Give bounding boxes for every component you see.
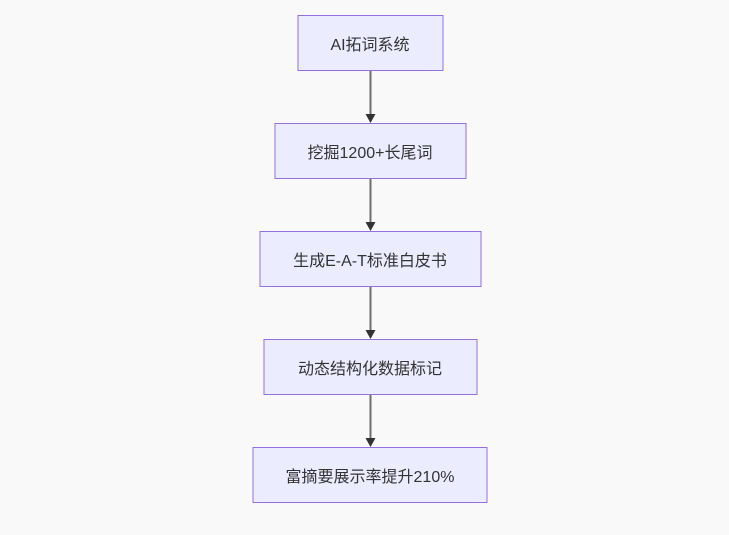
flow-node-longtail-mining: 挖掘1200+长尾词 bbox=[274, 123, 466, 179]
arrowhead-down-icon bbox=[365, 330, 375, 339]
arrowhead-down-icon bbox=[365, 114, 375, 123]
flow-node-rich-snippet-result: 富摘要展示率提升210% bbox=[252, 447, 488, 503]
flow-node-label: AI拓词系统 bbox=[330, 37, 410, 54]
arrow-line bbox=[369, 287, 371, 330]
flow-arrow-down-3 bbox=[364, 287, 376, 339]
flow-node-label: 动态结构化数据标记 bbox=[297, 361, 442, 378]
flow-arrow-down-2 bbox=[364, 179, 376, 231]
arrowhead-down-icon bbox=[365, 438, 375, 447]
flow-node-eat-whitepaper: 生成E-A-T标准白皮书 bbox=[259, 231, 481, 287]
flow-arrow-down-4 bbox=[364, 395, 376, 447]
flow-node-label: 挖掘1200+长尾词 bbox=[307, 145, 433, 162]
arrow-line bbox=[369, 179, 371, 222]
flow-node-structured-data: 动态结构化数据标记 bbox=[263, 339, 477, 395]
flow-node-ai-word-expansion: AI拓词系统 bbox=[297, 15, 443, 71]
flow-node-label: 生成E-A-T标准白皮书 bbox=[293, 253, 447, 270]
flowchart: AI拓词系统 挖掘1200+长尾词 生成E-A-T标准白皮书 动态结构化数据标记… bbox=[252, 15, 488, 503]
arrowhead-down-icon bbox=[365, 222, 375, 231]
arrow-line bbox=[369, 71, 371, 114]
flow-arrow-down-1 bbox=[364, 71, 376, 123]
flow-node-label: 富摘要展示率提升210% bbox=[285, 469, 455, 486]
arrow-line bbox=[369, 395, 371, 438]
